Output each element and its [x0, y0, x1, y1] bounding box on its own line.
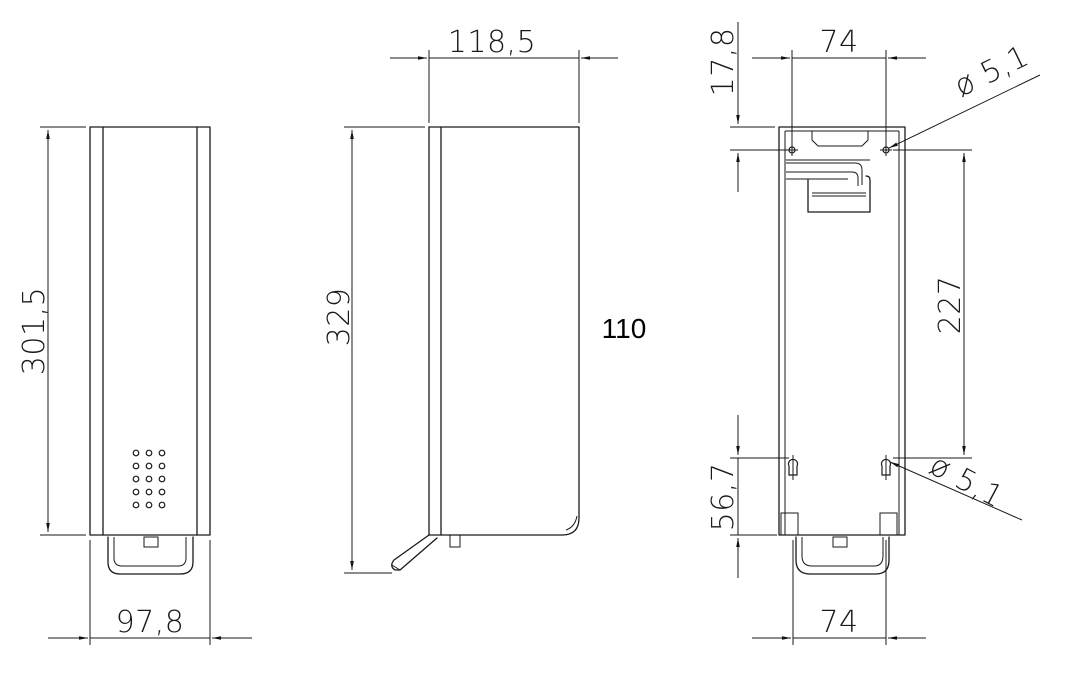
- perforation-dot: [132, 449, 140, 457]
- dimension-front-width: 97,8: [48, 540, 252, 645]
- perforation-dot: [145, 462, 153, 470]
- front-height-text: 301,5: [17, 287, 52, 375]
- back-bottom-offset-text: 56,7: [706, 463, 741, 532]
- dimension-back-bottom-spacing: 74: [752, 540, 926, 645]
- perforation-grid: [132, 449, 166, 509]
- side-lever: [391, 534, 438, 571]
- dimension-back-top-offset: 17,8: [706, 22, 786, 192]
- dimension-front-height: 301,5: [17, 126, 86, 536]
- dimension-back-bottom-offset: 56,7: [706, 415, 789, 578]
- perforation-dot: [145, 488, 153, 496]
- perforation-dot: [145, 475, 153, 483]
- perforation-dot: [132, 501, 140, 509]
- perforation-dot: [145, 501, 153, 509]
- back-bottom-spacing-text: 74: [819, 605, 858, 640]
- side-view: [391, 126, 580, 571]
- front-view: [89, 126, 211, 575]
- perforation-dot: [158, 449, 166, 457]
- back-view: [778, 126, 906, 575]
- side-depth-text: 118,5: [448, 25, 536, 60]
- perforation-dot: [132, 475, 140, 483]
- perforation-dot: [132, 462, 140, 470]
- back-top-spacing-text: 74: [819, 25, 858, 60]
- perforation-dot: [158, 462, 166, 470]
- back-vertical-text: 227: [933, 276, 968, 335]
- dimension-back-bottom-hole: ø 5,1: [889, 448, 1023, 521]
- push-button: [107, 536, 194, 575]
- dimension-back-vertical: 227: [893, 149, 972, 459]
- back-top-hole-text: ø 5,1: [949, 39, 1035, 105]
- back-top-offset-text: 17,8: [706, 28, 741, 97]
- perforation-dot: [145, 449, 153, 457]
- back-push-button: [795, 536, 890, 575]
- dimension-back-top-hole: ø 5,1: [888, 39, 1041, 149]
- center-label: 110: [602, 313, 647, 344]
- perforation-dot: [158, 488, 166, 496]
- front-width-text: 97,8: [116, 605, 185, 640]
- side-height-text: 329: [322, 288, 357, 347]
- perforation-dot: [158, 475, 166, 483]
- perforation-dot: [158, 501, 166, 509]
- perforation-dot: [132, 488, 140, 496]
- dimension-side-height: 329: [322, 126, 425, 574]
- dimension-side-depth: 118,5: [390, 25, 618, 123]
- dimension-back-top-spacing: 74: [752, 25, 926, 144]
